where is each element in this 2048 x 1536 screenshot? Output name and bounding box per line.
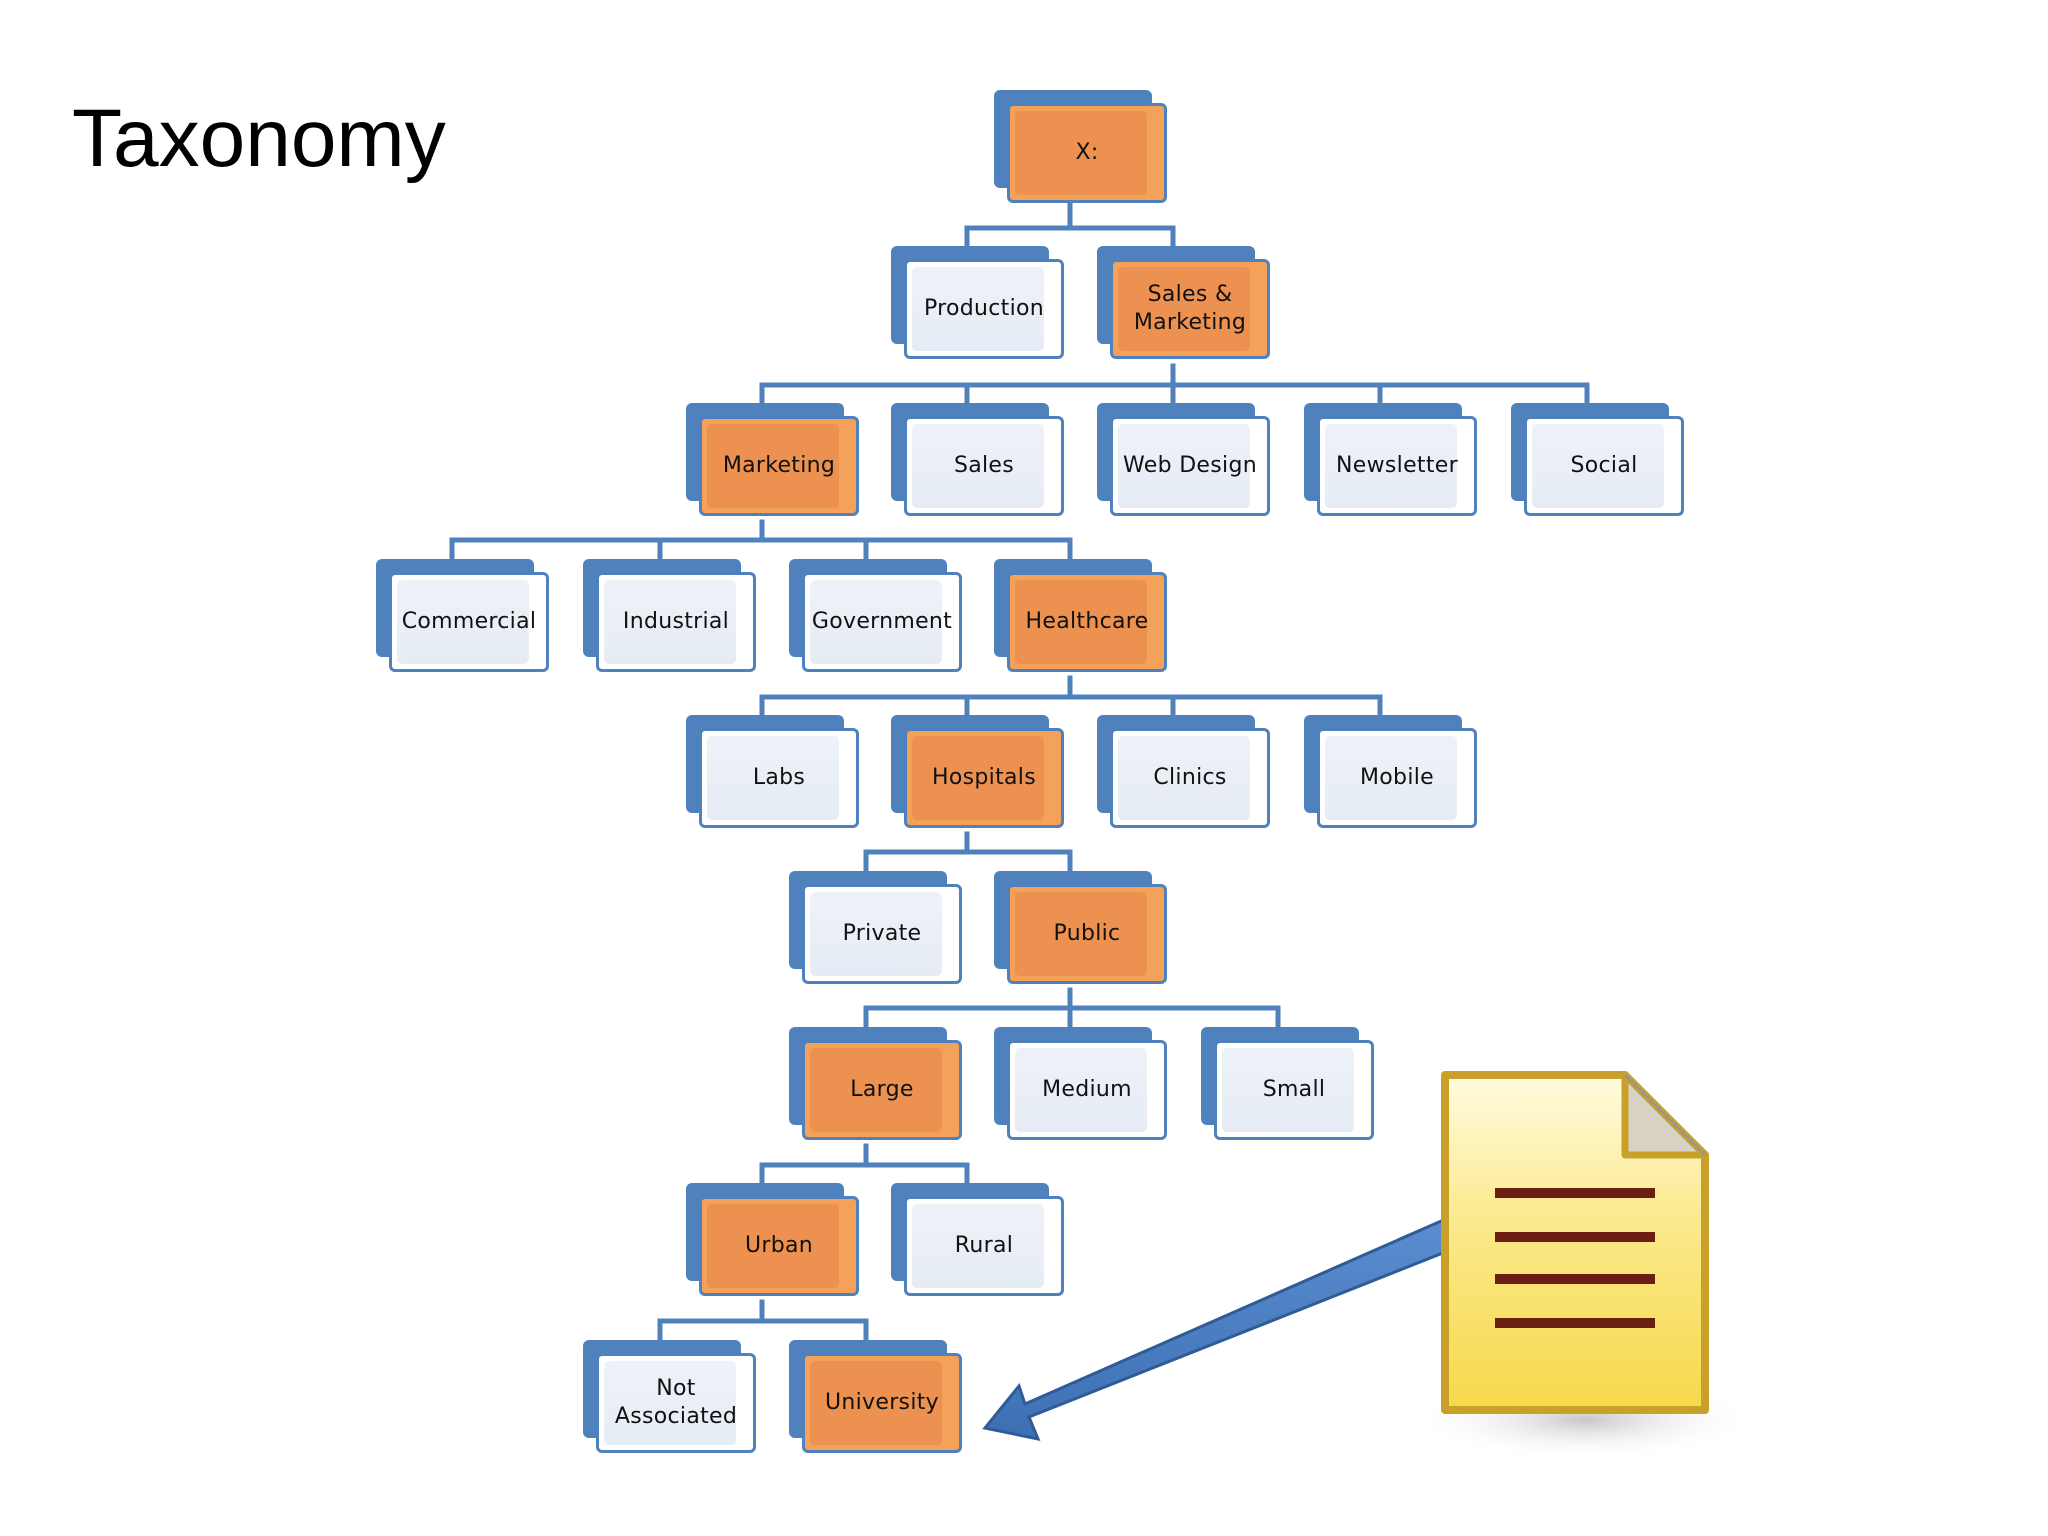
node-label: Social: [1570, 453, 1638, 478]
tree-node-social: Social: [1511, 403, 1684, 516]
tree-node-mobile: Mobile: [1304, 715, 1477, 828]
node-label: Web Design: [1123, 453, 1257, 478]
node-label: Production: [923, 296, 1045, 321]
node-label: University: [825, 1390, 939, 1415]
tree-node-sales-marketing: Sales & Marketing: [1097, 246, 1270, 359]
node-label: Mobile: [1360, 765, 1434, 790]
node-label: Sales: [953, 453, 1015, 478]
tree-node-public: Public: [994, 871, 1167, 984]
tree-node-labs: Labs: [686, 715, 859, 828]
tree-node-small: Small: [1201, 1027, 1374, 1140]
node-label: Marketing: [722, 453, 836, 478]
tree-node-commercial: Commercial: [376, 559, 549, 672]
tree-node-private: Private: [789, 871, 962, 984]
tree-node-rural: Rural: [891, 1183, 1064, 1296]
node-label: Newsletter: [1336, 453, 1458, 478]
tree-node-clinics: Clinics: [1097, 715, 1270, 828]
tree-node-sales: Sales: [891, 403, 1064, 516]
node-label: Not Associated: [614, 1376, 738, 1429]
tree-node-root: X:: [994, 90, 1167, 203]
node-label: Public: [1053, 921, 1121, 946]
node-label: Healthcare: [1025, 609, 1149, 634]
tree-node-production: Production: [891, 246, 1064, 359]
tree-node-university: University: [789, 1340, 962, 1453]
node-label: Rural: [954, 1233, 1014, 1258]
tree-node-urban: Urban: [686, 1183, 859, 1296]
node-label: Sales & Marketing: [1133, 282, 1247, 335]
node-label: Small: [1262, 1077, 1326, 1102]
node-label: Private: [842, 921, 922, 946]
tree-node-healthcare: Healthcare: [994, 559, 1167, 672]
node-label: Commercial: [401, 609, 537, 634]
node-label: Clinics: [1153, 765, 1227, 790]
node-label: Medium: [1042, 1077, 1132, 1102]
tree-node-not-associated: Not Associated: [583, 1340, 756, 1453]
tree-node-web-design: Web Design: [1097, 403, 1270, 516]
node-label: Hospitals: [932, 765, 1036, 790]
tree-node-medium: Medium: [994, 1027, 1167, 1140]
node-label: Labs: [752, 765, 806, 790]
document-icon: [1415, 1071, 1750, 1460]
tree-node-industrial: Industrial: [583, 559, 756, 672]
tree-node-marketing: Marketing: [686, 403, 859, 516]
slide-title: Taxonomy: [72, 93, 446, 184]
node-label: Large: [850, 1077, 914, 1102]
tree-node-newsletter: Newsletter: [1304, 403, 1477, 516]
node-label: Government: [811, 609, 953, 634]
tree-node-large: Large: [789, 1027, 962, 1140]
node-label: Urban: [744, 1233, 814, 1258]
node-label: Industrial: [622, 609, 730, 634]
tree-node-government: Government: [789, 559, 962, 672]
tree-node-hospitals: Hospitals: [891, 715, 1064, 828]
node-label: X:: [1075, 140, 1099, 165]
